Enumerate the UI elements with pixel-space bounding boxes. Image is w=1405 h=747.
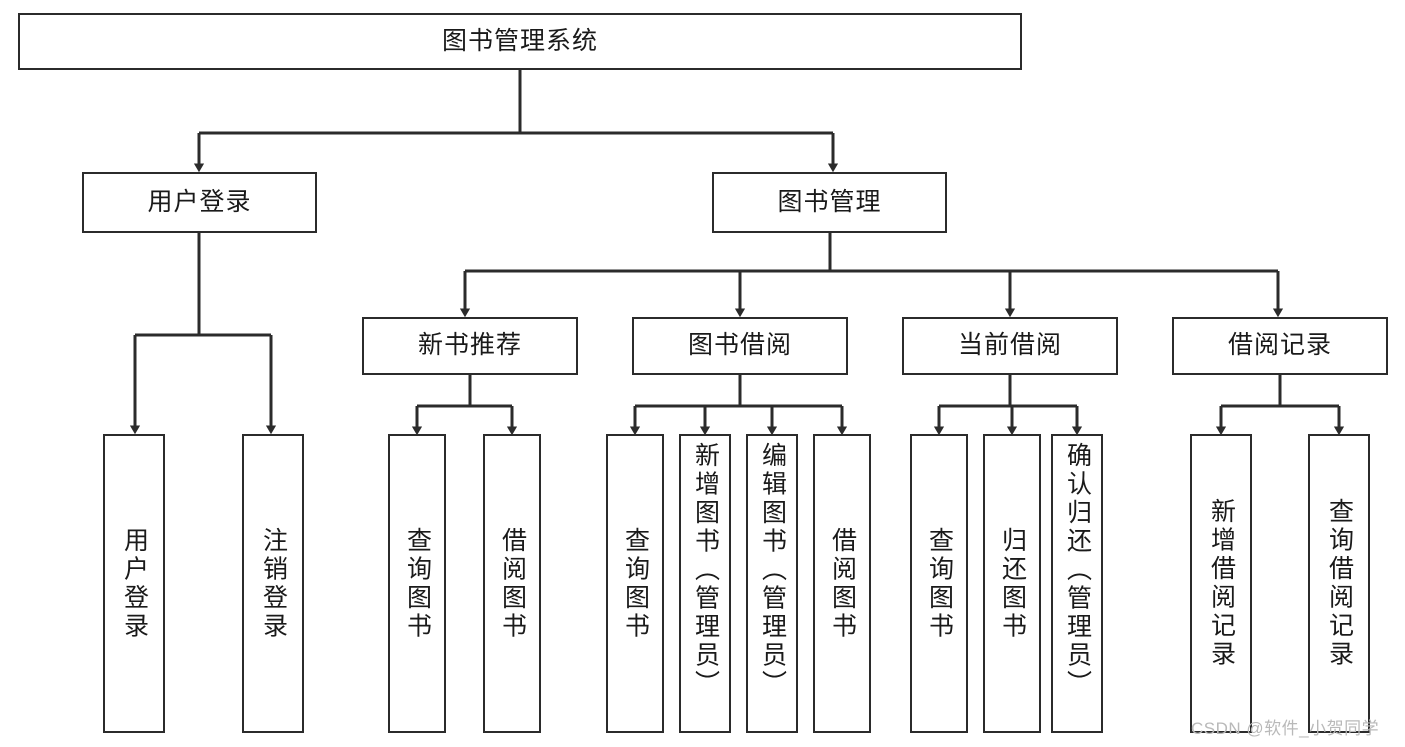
node-leaf-logout-label: 注销登录	[259, 526, 288, 641]
node-leaf-return-book[interactable]: 归还图书	[983, 434, 1041, 733]
node-borrow-record-label: 借阅记录	[1227, 331, 1332, 360]
node-leaf-query-record[interactable]: 查询借阅记录	[1308, 434, 1370, 733]
node-borrow-record[interactable]: 借阅记录	[1172, 317, 1388, 375]
node-leaf-borrow-book-2-label: 借阅图书	[828, 526, 857, 641]
node-book-borrow[interactable]: 图书借阅	[632, 317, 848, 375]
node-user-login-label: 用户登录	[147, 187, 252, 216]
node-leaf-return-book-label: 归还图书	[998, 526, 1027, 641]
node-current-borrow[interactable]: 当前借阅	[902, 317, 1118, 375]
node-leaf-query-record-label: 查询借阅记录	[1325, 498, 1354, 669]
node-book-manage[interactable]: 图书管理	[712, 172, 947, 233]
node-root[interactable]: 图书管理系统	[18, 13, 1022, 70]
node-current-borrow-label: 当前借阅	[957, 331, 1062, 360]
node-new-book-recommend[interactable]: 新书推荐	[362, 317, 578, 375]
node-user-login[interactable]: 用户登录	[82, 172, 317, 233]
node-leaf-borrow-book-1[interactable]: 借阅图书	[483, 434, 541, 733]
node-leaf-user-login[interactable]: 用户登录	[103, 434, 165, 733]
node-leaf-edit-book-label: 编辑图书（管理员）	[758, 442, 787, 699]
node-leaf-query-book-1-label: 查询图书	[403, 526, 432, 641]
node-leaf-query-book-1[interactable]: 查询图书	[388, 434, 446, 733]
node-leaf-borrow-book-2[interactable]: 借阅图书	[813, 434, 871, 733]
node-leaf-query-book-2[interactable]: 查询图书	[606, 434, 664, 733]
node-leaf-query-book-3-label: 查询图书	[925, 526, 954, 641]
node-leaf-edit-book[interactable]: 编辑图书（管理员）	[746, 434, 798, 733]
node-book-borrow-label: 图书借阅	[687, 331, 792, 360]
node-book-manage-label: 图书管理	[777, 187, 882, 216]
node-leaf-borrow-book-1-label: 借阅图书	[498, 526, 527, 641]
node-root-label: 图书管理系统	[441, 26, 598, 55]
csdn-watermark: CSDN @软件_小贺同学	[1191, 719, 1380, 738]
node-new-book-recommend-label: 新书推荐	[417, 331, 522, 360]
node-leaf-add-book[interactable]: 新增图书（管理员）	[679, 434, 731, 733]
node-leaf-confirm-return[interactable]: 确认归还（管理员）	[1051, 434, 1103, 733]
node-leaf-confirm-return-label: 确认归还（管理员）	[1063, 442, 1092, 699]
node-leaf-add-book-label: 新增图书（管理员）	[691, 442, 720, 699]
node-leaf-query-book-2-label: 查询图书	[621, 526, 650, 641]
node-leaf-add-record-label: 新增借阅记录	[1207, 498, 1236, 669]
node-leaf-query-book-3[interactable]: 查询图书	[910, 434, 968, 733]
node-leaf-add-record[interactable]: 新增借阅记录	[1190, 434, 1252, 733]
node-leaf-user-login-label: 用户登录	[120, 526, 149, 641]
node-leaf-logout[interactable]: 注销登录	[242, 434, 304, 733]
